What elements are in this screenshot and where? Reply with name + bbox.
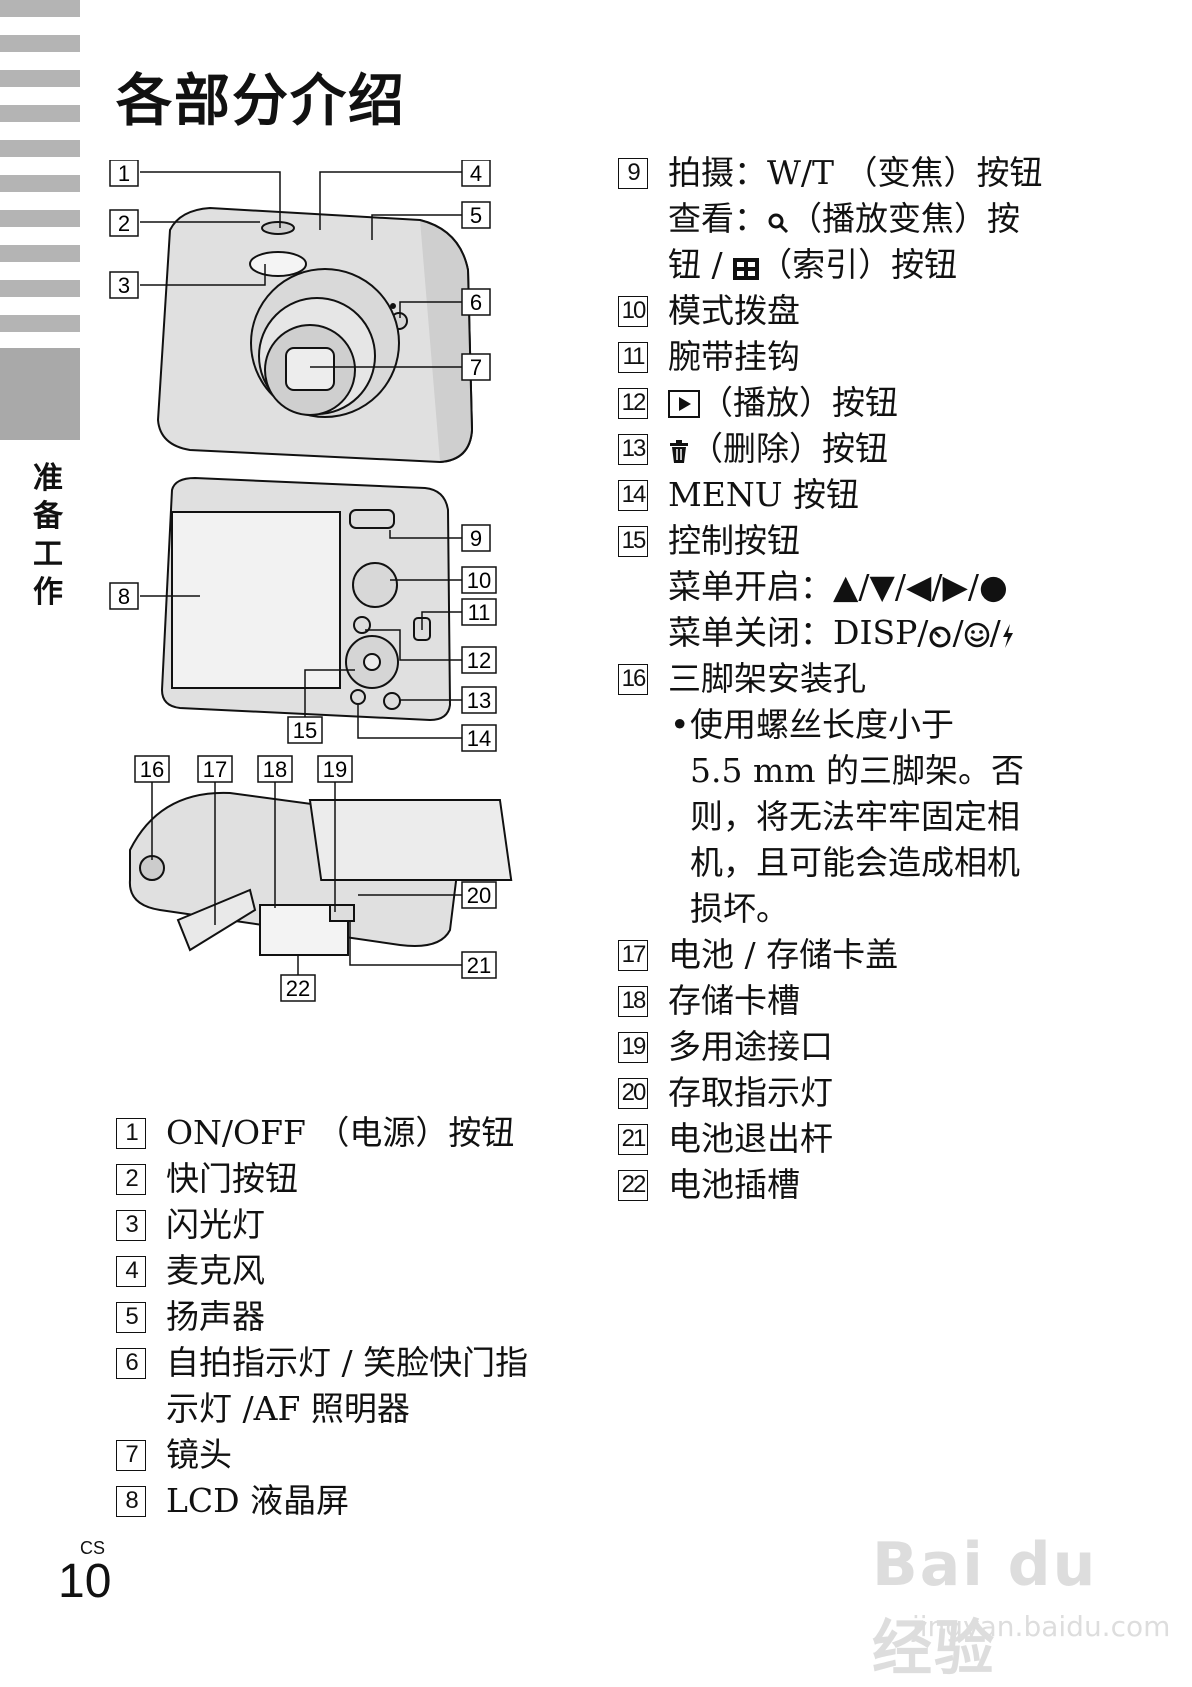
callout-20: 20 [461, 881, 497, 909]
svg-text:21: 21 [467, 953, 491, 978]
language-code: CS [80, 1538, 106, 1558]
callout-2: 2 [109, 209, 139, 237]
svg-text:9: 9 [470, 526, 482, 551]
part-15: 15 控制按钮 菜单开启：▲/▼/◀/▶/● 菜单关闭：DISP/// [618, 518, 1078, 656]
shutter-button [261, 221, 295, 235]
baidu-watermark: Bai du 经验 jingyan.baidu.com [872, 1530, 1171, 1684]
callout-22: 22 [280, 974, 316, 1002]
callout-19: 19 [317, 755, 353, 783]
svg-text:4: 4 [470, 161, 482, 186]
svg-text:16: 16 [140, 757, 164, 782]
callout-16: 16 [134, 755, 170, 783]
page-title: 各部分介绍 [116, 69, 406, 134]
callout-12: 12 [461, 646, 497, 674]
callout-6: 6 [461, 288, 491, 316]
svg-text:18: 18 [263, 757, 287, 782]
callout-21: 21 [461, 951, 497, 979]
callout-1: 1 [109, 160, 139, 187]
svg-text:19: 19 [323, 757, 347, 782]
callout-8: 8 [109, 582, 139, 610]
parts-list-right: 9 拍摄：W/T （变焦）按钮 查看：（播放变焦）按 钮 / （索引）按钮 10… [618, 150, 1078, 1208]
section-marker [0, 348, 80, 440]
callout-17: 17 [197, 755, 233, 783]
part-13: 13（删除）按钮 [618, 426, 1078, 472]
svg-text:2: 2 [118, 211, 130, 236]
part-12: 12（播放）按钮 [618, 380, 1078, 426]
callout-15: 15 [287, 716, 323, 744]
page-number: 10 [58, 1555, 112, 1608]
self-timer-icon [929, 626, 951, 648]
svg-text:6: 6 [470, 290, 482, 315]
svg-text:1: 1 [118, 161, 130, 186]
svg-text:12: 12 [467, 648, 491, 673]
svg-text:7: 7 [470, 355, 482, 380]
svg-text:15: 15 [293, 718, 317, 743]
callout-4: 4 [461, 160, 491, 187]
svg-text:3: 3 [118, 273, 130, 298]
index-grid-icon [733, 258, 760, 280]
callout-18: 18 [257, 755, 293, 783]
callout-14: 14 [461, 724, 497, 752]
camera-parts-diagram: 1 2 3 4 5 6 7 8 9 10 11 12 13 14 15 16 1… [109, 160, 513, 1002]
flash-window [249, 251, 307, 277]
svg-text:22: 22 [286, 976, 310, 1001]
battery-cover [176, 888, 257, 952]
smile-icon [964, 622, 989, 648]
magnifier-icon [768, 213, 789, 234]
callout-5: 5 [461, 201, 491, 229]
callout-3: 3 [109, 271, 139, 299]
callout-9: 9 [461, 524, 491, 552]
part-9: 9 拍摄：W/T （变焦）按钮 查看：（播放变焦）按 钮 / （索引）按钮 [618, 150, 1078, 288]
svg-text:20: 20 [467, 883, 491, 908]
lcd-screen [171, 511, 341, 689]
svg-text:8: 8 [118, 584, 130, 609]
svg-text:14: 14 [467, 726, 491, 751]
callout-13: 13 [461, 686, 497, 714]
svg-text:17: 17 [203, 757, 227, 782]
svg-text:10: 10 [467, 568, 491, 593]
callout-10: 10 [461, 566, 497, 594]
callout-11: 11 [461, 598, 497, 626]
side-section-label: 准备工作 [33, 461, 63, 610]
svg-text:13: 13 [467, 688, 491, 713]
svg-text:11: 11 [468, 600, 491, 625]
svg-text:5: 5 [470, 203, 482, 228]
play-icon [668, 390, 700, 418]
callout-7: 7 [461, 353, 491, 381]
flash-icon [1002, 624, 1013, 648]
trash-icon [670, 440, 688, 463]
